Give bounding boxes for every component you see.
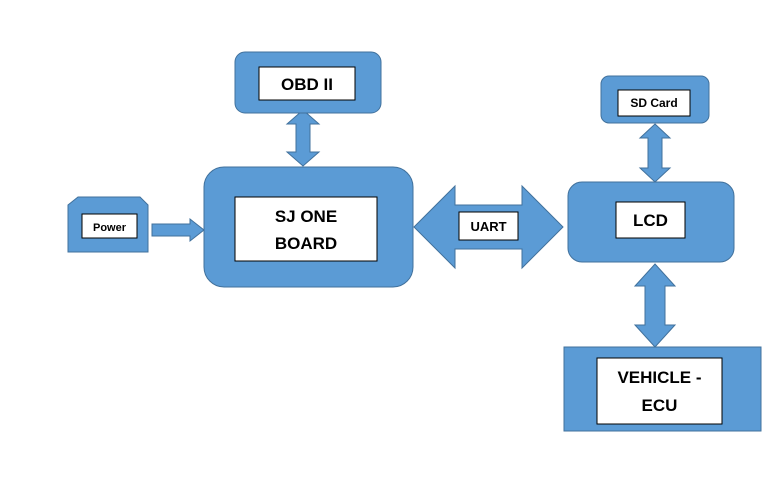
power-label: Power bbox=[93, 222, 127, 234]
uart-label: UART bbox=[470, 219, 506, 234]
obd-label: OBD II bbox=[281, 75, 333, 94]
sdcard-label: SD Card bbox=[630, 96, 677, 110]
ecu-label-line1: VEHICLE - bbox=[617, 368, 701, 387]
sdcard-label-box bbox=[617, 89, 691, 117]
uart-label-box bbox=[458, 211, 519, 241]
obd-label-box bbox=[258, 66, 356, 101]
power-label-box bbox=[81, 213, 138, 239]
ecu-label-line2: ECU bbox=[642, 396, 678, 415]
power-arrow bbox=[151, 217, 205, 243]
obd-sjone-double-arrow bbox=[285, 109, 321, 167]
ecu-label-box bbox=[596, 357, 723, 425]
lcd-ecu-double-arrow bbox=[633, 263, 677, 348]
sjone-label-line2: BOARD bbox=[275, 234, 337, 253]
lcd-label: LCD bbox=[633, 211, 668, 230]
sjone-label-box bbox=[234, 196, 378, 262]
sjone-label-line1: SJ ONE bbox=[275, 207, 337, 226]
lcd-label-box bbox=[615, 201, 686, 239]
sd-lcd-double-arrow bbox=[638, 123, 672, 183]
